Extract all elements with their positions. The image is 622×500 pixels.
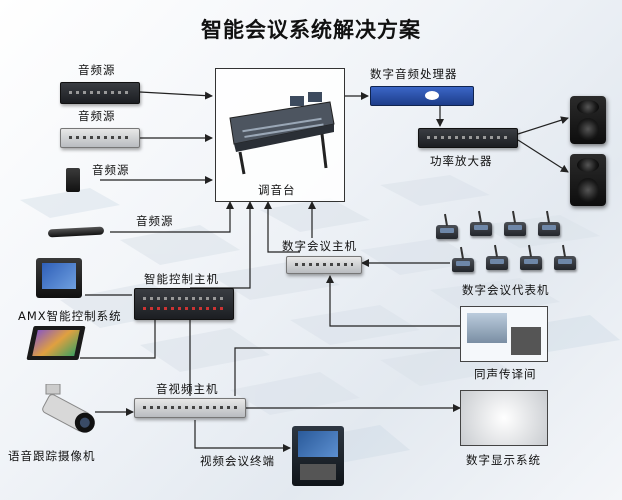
power-amplifier-label: 功率放大器 xyxy=(430,154,493,168)
speaker-top-icon xyxy=(570,96,606,144)
power-amplifier-unit xyxy=(418,128,518,148)
audio-source-2-rack xyxy=(60,128,140,148)
amx-touch-panel-icon xyxy=(26,326,86,360)
tracking-camera-icon xyxy=(42,384,95,433)
page-title: 智能会议系统解决方案 xyxy=(201,18,421,42)
digital-audio-processor-label: 数字音频处理器 xyxy=(370,67,458,81)
digital-display-label: 数字显示系统 xyxy=(466,453,541,467)
av-host-unit xyxy=(134,398,246,418)
smart-control-host-unit xyxy=(134,288,234,320)
delegate-unit-icon xyxy=(436,225,458,239)
mixer-label: 调音台 xyxy=(258,183,296,197)
amx-monitor-icon xyxy=(36,258,82,298)
speaker-bottom-icon xyxy=(570,154,606,206)
delegate-unit-icon xyxy=(486,256,508,270)
tracking-camera-label: 语音跟踪摄像机 xyxy=(8,449,96,463)
audio-source-3-label: 音频源 xyxy=(92,163,130,177)
interpretation-booth-image xyxy=(460,306,548,362)
audio-source-4-label: 音频源 xyxy=(136,214,174,228)
conference-host-unit xyxy=(286,256,362,274)
amx-system-label: AMX智能控制系统 xyxy=(18,309,122,323)
smart-control-host-label: 智能控制主机 xyxy=(144,272,219,286)
audio-source-1-label: 音频源 xyxy=(78,63,116,77)
delegate-units-label: 数字会议代表机 xyxy=(462,283,550,297)
delegate-unit-icon xyxy=(504,222,526,236)
digital-display-screen xyxy=(460,390,548,446)
delegate-unit-icon xyxy=(470,222,492,236)
interpretation-booth-label: 同声传译间 xyxy=(474,367,537,381)
delegate-unit-icon xyxy=(554,256,576,270)
mixing-console-icon xyxy=(229,92,335,175)
audio-source-1-rack xyxy=(60,82,140,104)
delegate-unit-icon xyxy=(452,258,474,272)
delegate-unit-icon xyxy=(520,256,542,270)
av-host-label: 音视频主机 xyxy=(156,382,219,396)
audio-source-2-label: 音频源 xyxy=(78,109,116,123)
digital-audio-processor-unit xyxy=(370,86,474,106)
video-terminal-label: 视频会议终端 xyxy=(200,454,275,468)
wireless-bodypack-icon xyxy=(66,168,80,192)
conference-host-label: 数字会议主机 xyxy=(282,239,357,253)
delegate-unit-icon xyxy=(538,222,560,236)
video-terminal-icon xyxy=(292,426,344,486)
